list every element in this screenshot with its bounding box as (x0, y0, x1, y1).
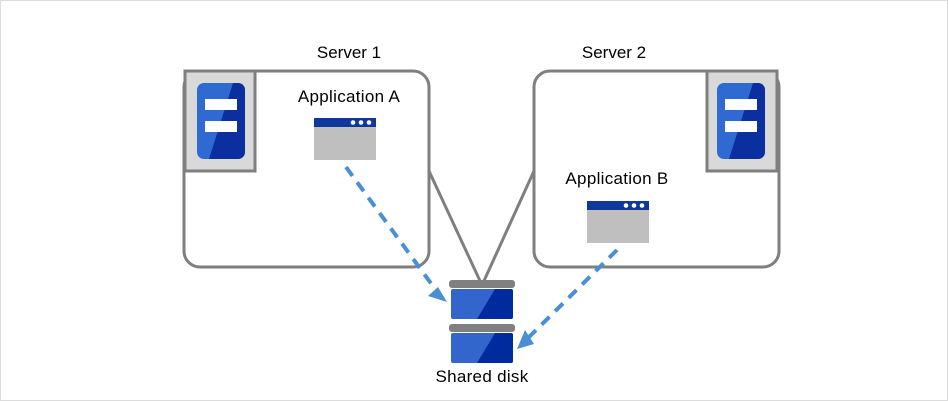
disk-bar-lower (449, 324, 515, 332)
window-dot (631, 203, 637, 208)
application-window-body (587, 210, 649, 243)
arrow-app-a-to-disk-head (428, 287, 447, 302)
application-window-titlebar (314, 118, 376, 127)
window-dot (623, 203, 629, 208)
server1-title: Server 1 (316, 43, 382, 62)
window-dot (639, 203, 645, 208)
window-dot (350, 120, 356, 125)
arrow-app-b-to-disk-head (517, 330, 534, 349)
shared-disk-icon (449, 280, 515, 363)
server-icon-bar-bottom (205, 121, 237, 132)
connector-lines (427, 170, 536, 284)
server1-server-icon (183, 69, 257, 173)
shared-disk-label: Shared disk (435, 367, 529, 386)
server2-title: Server 2 (581, 43, 647, 62)
disk-bar-upper (449, 280, 515, 288)
disk-platter-upper-shade (477, 289, 513, 319)
server-icon-bar-top (205, 99, 237, 110)
application-b-label: Application B (565, 169, 669, 188)
application-a-label: Application A (297, 87, 401, 106)
window-dot (358, 120, 364, 125)
server-icon-bar-bottom (725, 121, 757, 132)
disk-platter-lower-shade (477, 333, 513, 363)
window-dot (366, 120, 372, 125)
link-server1-to-disk (427, 170, 483, 284)
data-flow-arrows (344, 165, 619, 349)
application-b-window-icon (587, 201, 649, 243)
arrow-app-a-to-disk-line (344, 165, 440, 295)
application-a-window-icon (314, 118, 376, 160)
arrow-app-b-to-disk-line (526, 248, 619, 340)
server2-server-icon (705, 69, 779, 173)
application-window-body (314, 127, 376, 160)
server-icon-bar-top (725, 99, 757, 110)
link-server2-to-disk (481, 170, 536, 284)
application-window-titlebar (587, 201, 649, 210)
